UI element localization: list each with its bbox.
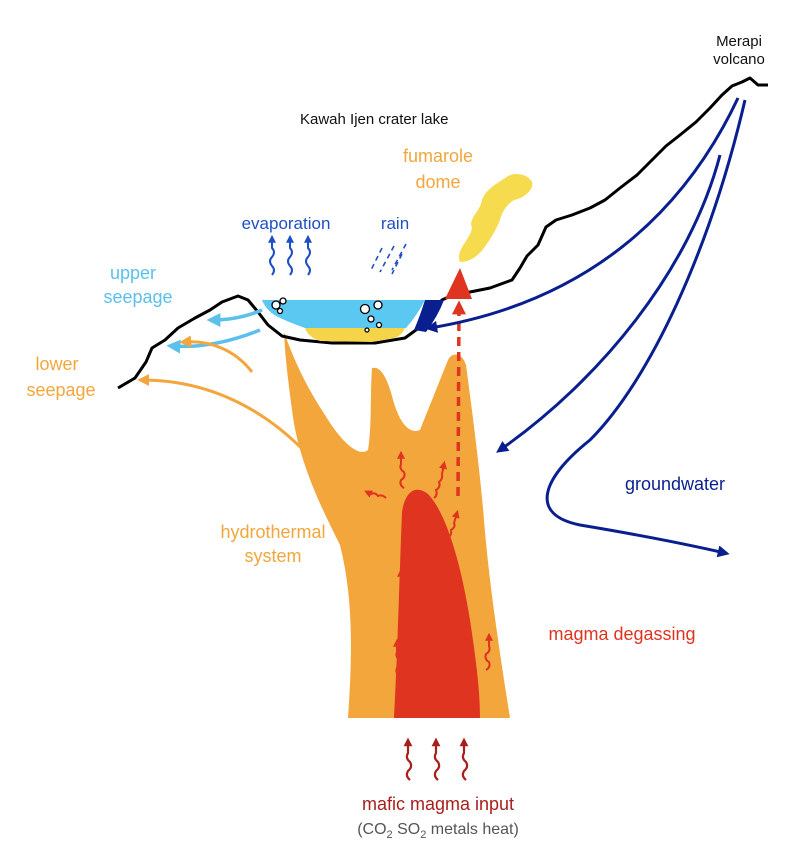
gas-list-rest: metals heat): [426, 821, 518, 838]
merapi-label-line2: volcano: [713, 51, 765, 68]
mafic-input-label: mafic magma input: [362, 794, 514, 814]
groundwater-label: groundwater: [625, 474, 725, 494]
crater-lake-dark-edge: [414, 300, 444, 332]
mafic-input-arrows: [403, 737, 469, 781]
merapi-label-line1: Merapi: [716, 33, 762, 50]
upper-seepage-label-line2: seepage: [103, 287, 172, 307]
crater-lake-water: [262, 300, 425, 328]
magma-body: [394, 489, 480, 718]
evaporation-label: evaporation: [242, 214, 331, 233]
crater-lake-sediment: [305, 328, 405, 342]
fumarole-dome: [445, 268, 472, 299]
upper-seepage-label-line1: upper: [110, 263, 156, 283]
fumarole-plume: [458, 174, 533, 262]
groundwater-arrows: [425, 97, 747, 558]
lower-seepage-label-line1: lower: [35, 354, 78, 374]
gas-bubbles: [271, 297, 383, 333]
fumarole-label-line2: dome: [415, 172, 460, 192]
hydrothermal-label-line2: system: [244, 546, 301, 566]
degassing-arrows: [364, 450, 493, 677]
rain-lines: [369, 243, 407, 275]
hydrothermal-label-line1: hydrothermal: [220, 522, 325, 542]
gas-list-mid: SO: [393, 821, 421, 838]
degassing-conduit-dashed: [451, 300, 466, 497]
ground-surface-line: [117, 76, 768, 390]
lower-seepage-arrows: [137, 335, 320, 467]
gas-list-sub1: 2: [387, 829, 393, 841]
evaporation-arrows: [268, 234, 312, 276]
gas-list-label: (CO2 SO2 metals heat): [357, 821, 519, 841]
gas-list-sub2: 2: [420, 829, 426, 841]
lower-seepage-label-line2: seepage: [26, 380, 95, 400]
fumarole-label-line1: fumarole: [403, 146, 473, 166]
rain-label: rain: [381, 214, 409, 233]
crater-lake-label: Kawah Ijen crater lake: [300, 111, 448, 128]
gas-list-open: (CO: [357, 821, 386, 838]
magma-degassing-label: magma degassing: [548, 624, 695, 644]
